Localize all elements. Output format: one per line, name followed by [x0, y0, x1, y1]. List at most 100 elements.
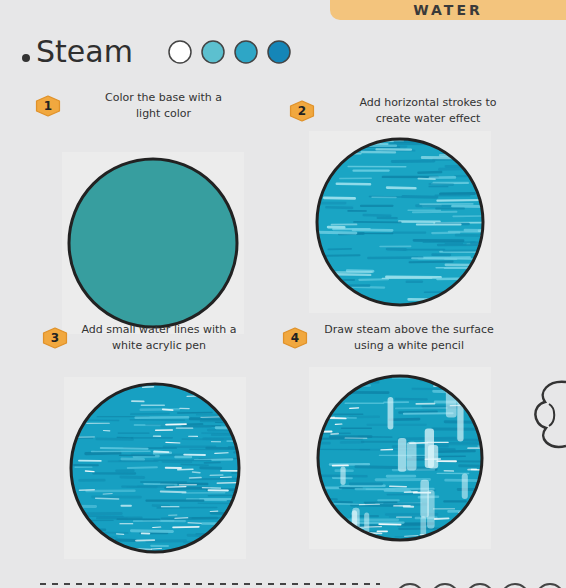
water-stroke: [486, 509, 541, 512]
water-stroke: [197, 414, 218, 416]
water-stroke: [75, 466, 92, 467]
water-stroke: [179, 484, 196, 485]
water-stroke: [166, 467, 181, 469]
water-stroke: [440, 251, 497, 253]
water-stroke: [216, 426, 254, 430]
water-stroke: [153, 527, 161, 529]
water-stroke: [335, 423, 342, 424]
water-stroke: [454, 373, 509, 376]
water-stroke: [225, 545, 262, 548]
water-stroke: [412, 455, 465, 457]
water-stroke: [326, 254, 360, 257]
water-stroke: [211, 441, 220, 442]
water-stroke: [476, 135, 504, 138]
water-stroke: [362, 151, 395, 154]
partial-rule: [40, 583, 380, 585]
water-stroke: [444, 470, 453, 472]
water-stroke: [132, 400, 144, 402]
water-stroke: [444, 500, 465, 502]
water-stroke: [238, 535, 262, 538]
water-stroke: [121, 476, 144, 479]
water-stroke: [377, 148, 411, 150]
water-stroke: [325, 140, 344, 143]
water-stroke: [483, 251, 499, 254]
water-stroke: [166, 442, 180, 444]
water-stroke: [380, 246, 411, 248]
water-stroke: [101, 548, 128, 552]
water-stroke: [313, 534, 353, 537]
water-stroke: [209, 399, 241, 402]
water-stroke: [436, 207, 464, 209]
water-stroke: [238, 454, 262, 456]
water-stroke: [312, 202, 345, 205]
water-stroke: [234, 491, 283, 494]
water-stroke: [387, 248, 405, 251]
water-stroke: [117, 469, 134, 472]
water-stroke: [387, 475, 415, 478]
header-band: WATER: [330, 0, 566, 20]
water-stroke: [128, 466, 157, 469]
water-stroke: [131, 413, 169, 415]
water-stroke: [182, 438, 223, 440]
water-stroke: [417, 223, 461, 225]
water-stroke: [427, 536, 461, 539]
water-stroke: [79, 460, 101, 462]
panel: [64, 377, 246, 559]
water-stroke: [394, 505, 410, 506]
water-stroke: [317, 137, 363, 140]
water-stroke: [166, 423, 186, 425]
water-stroke: [316, 393, 348, 396]
water-stroke: [229, 446, 256, 449]
water-stroke: [201, 466, 221, 469]
water-stroke: [404, 412, 453, 415]
water-stroke: [201, 416, 220, 417]
water-stroke: [430, 183, 453, 186]
water-stroke: [169, 515, 177, 516]
water-stroke: [245, 506, 305, 509]
water-stroke: [345, 437, 367, 438]
water-stroke: [223, 531, 275, 534]
water-stroke: [136, 539, 154, 541]
water-stroke: [467, 278, 502, 281]
water-stroke: [354, 169, 389, 171]
water-stroke: [334, 143, 388, 145]
partial-dot: [536, 584, 564, 588]
water-stroke: [208, 428, 266, 431]
water-stroke: [382, 277, 432, 279]
callout-number: 2: [288, 100, 316, 122]
water-stroke: [313, 540, 364, 543]
partial-dot: [466, 584, 494, 588]
water-stroke: [479, 444, 509, 447]
water-stroke: [143, 386, 154, 388]
water-stroke: [97, 438, 133, 441]
water-stroke: [157, 507, 217, 509]
water-stroke: [317, 139, 362, 141]
water-stroke: [332, 224, 357, 226]
water-stroke: [90, 531, 127, 533]
step-instruction: Draw steam above the surface using a whi…: [317, 322, 501, 354]
water-stroke: [486, 404, 494, 406]
water-stroke: [341, 427, 371, 429]
water-stroke: [473, 286, 522, 288]
water-stroke: [489, 218, 507, 219]
progress-dot: [169, 41, 191, 63]
water-stroke: [456, 390, 466, 392]
water-stroke: [73, 396, 86, 398]
water-stroke: [486, 247, 515, 250]
steam-stroke: [407, 442, 417, 471]
water-stroke: [327, 390, 349, 393]
water-stroke: [446, 242, 462, 245]
water-stroke: [474, 139, 521, 142]
water-stroke: [463, 384, 483, 386]
step-badge: 1Color the base with a light color: [34, 90, 226, 122]
water-stroke: [433, 508, 454, 509]
partial-dot: [396, 584, 424, 588]
water-stroke: [231, 530, 261, 533]
water-stroke: [227, 544, 286, 546]
water-stroke: [316, 414, 363, 416]
water-stroke: [410, 261, 453, 264]
water-stroke: [456, 139, 498, 141]
water-stroke: [468, 532, 517, 535]
water-stroke: [93, 472, 135, 475]
